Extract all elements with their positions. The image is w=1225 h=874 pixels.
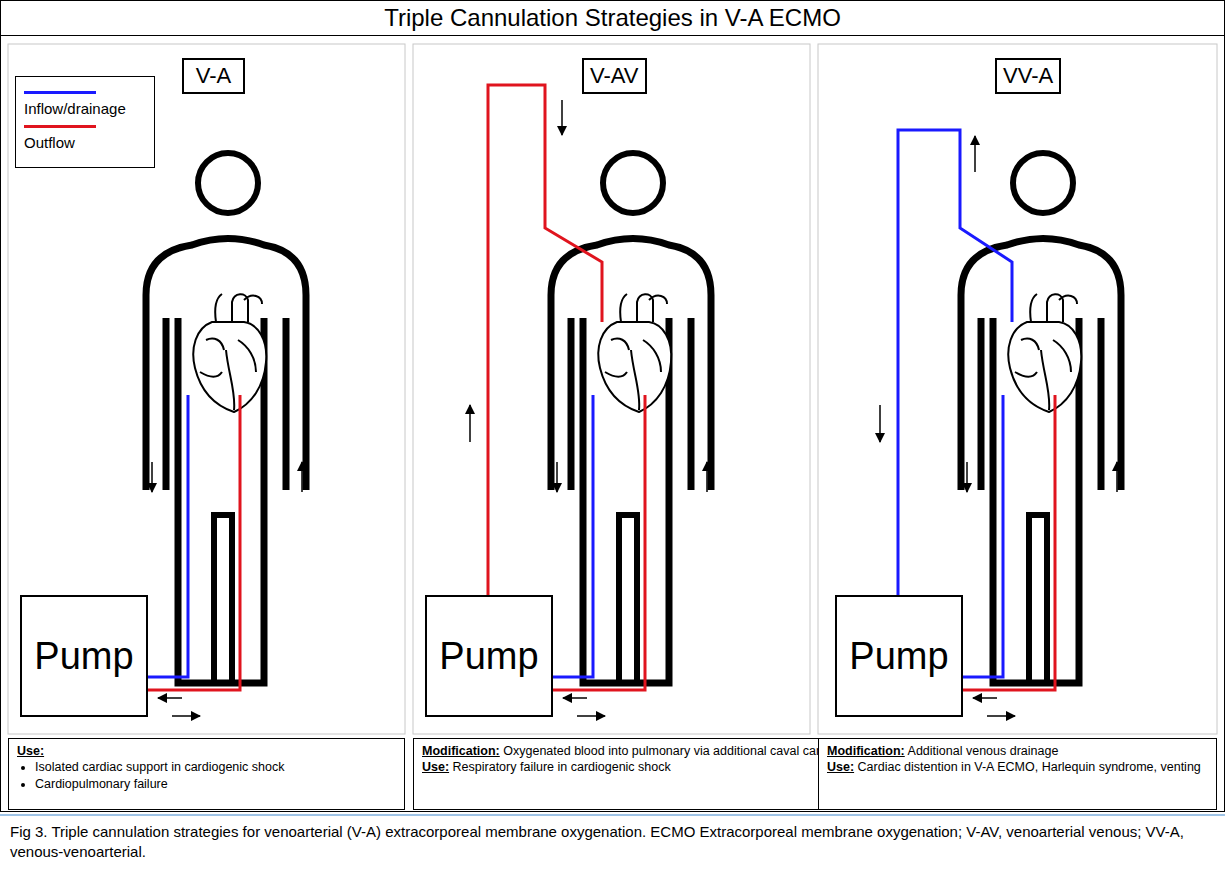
panel-label-text: VV-A xyxy=(1003,63,1053,89)
title-text: Triple Cannulation Strategies in V-A ECM… xyxy=(384,4,841,32)
bullet-list: Isolated cardiac support in cardiogenic … xyxy=(17,759,396,792)
flow-arrow xyxy=(879,405,881,442)
bullet-item: Cardiopulmonary failure xyxy=(35,776,396,792)
bullet-item: Isolated cardiac support in cardiogenic … xyxy=(35,759,396,775)
caption-box: Fig 3. Triple cannulation strategies for… xyxy=(0,814,1225,869)
flow-arrow xyxy=(974,136,976,172)
section-heading: Use: xyxy=(422,760,449,774)
pump-box: Pump xyxy=(20,595,148,717)
body-figure xyxy=(146,153,306,716)
caption-text: Fig 3. Triple cannulation strategies for… xyxy=(10,822,1215,863)
caval-outflow-cannula xyxy=(488,85,602,595)
description-box: Modification: Additional venous drainage… xyxy=(818,738,1217,810)
panel-label: V-AV xyxy=(582,58,647,94)
panel-frame xyxy=(8,44,405,734)
legend-text: Outflow xyxy=(24,134,146,151)
outer-frame xyxy=(1,1,1225,812)
section-body: Cardiac distention in V-A ECMO, Harlequi… xyxy=(858,760,1201,774)
title-box: Triple Cannulation Strategies in V-A ECM… xyxy=(0,0,1225,36)
description-box: Modification: Oxygenated blood into pulm… xyxy=(413,738,856,810)
panel-label: V-A xyxy=(182,58,245,94)
flow-arrow xyxy=(469,405,471,442)
panel-label: VV-A xyxy=(995,58,1061,94)
section-body: Additional venous drainage xyxy=(908,744,1059,758)
description-line: Modification: Oxygenated blood into pulm… xyxy=(422,743,847,759)
section-heading: Use: xyxy=(827,760,854,774)
legend-box: Inflow/drainageOutflow xyxy=(15,76,155,168)
body-figure xyxy=(551,153,711,716)
panel-frame xyxy=(413,44,810,734)
panel-label-text: V-AV xyxy=(590,63,639,89)
section-heading: Modification: xyxy=(422,744,500,758)
description-line: Use: Cardiac distention in V-A ECMO, Har… xyxy=(827,759,1208,775)
section-heading: Use: xyxy=(17,743,396,759)
pump-box: Pump xyxy=(835,595,963,717)
pump-box: Pump xyxy=(425,595,553,717)
flow-arrow xyxy=(561,100,563,135)
pump-box-text: Pump xyxy=(34,635,133,678)
panel-frame xyxy=(818,44,1217,734)
description-box: Use:Isolated cardiac support in cardioge… xyxy=(8,738,405,810)
section-body: Oxygenated blood into pulmonary via addi… xyxy=(503,744,846,758)
legend-swatch xyxy=(24,125,96,128)
body-figure xyxy=(961,153,1121,716)
section-heading: Modification: xyxy=(827,744,905,758)
legend-swatch xyxy=(24,91,96,94)
pump-box-text: Pump xyxy=(439,635,538,678)
description-line: Modification: Additional venous drainage xyxy=(827,743,1208,759)
legend-text: Inflow/drainage xyxy=(24,100,146,117)
caval-drainage-cannula xyxy=(898,130,1012,595)
pump-box-text: Pump xyxy=(849,635,948,678)
description-line: Use: Respiratory failure in cardiogenic … xyxy=(422,759,847,775)
panel-label-text: V-A xyxy=(196,63,231,89)
section-body: Respiratory failure in cardiogenic shock xyxy=(453,760,671,774)
